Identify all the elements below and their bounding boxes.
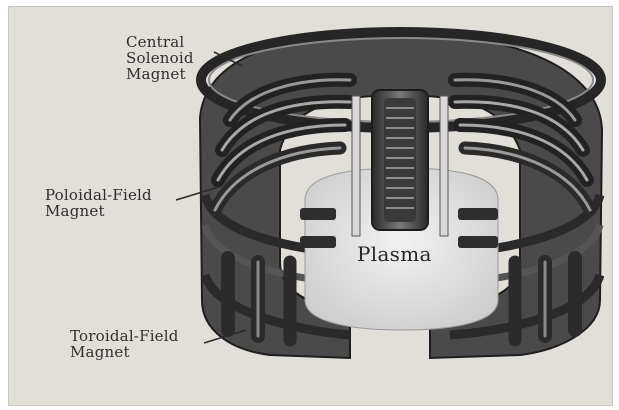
toroidal-field-label: Toroidal-Field Magnet <box>70 328 179 360</box>
plasma-label: Plasma <box>357 242 432 266</box>
poloidal-field-label: Poloidal-Field Magnet <box>45 187 152 219</box>
central-solenoid-label: Central Solenoid Magnet <box>126 34 194 82</box>
